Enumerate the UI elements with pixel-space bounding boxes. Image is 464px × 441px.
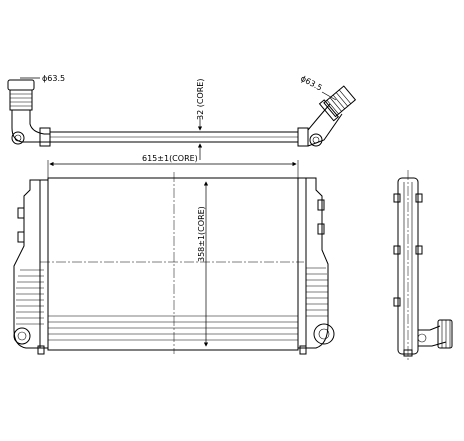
right-tank xyxy=(298,177,335,355)
front-view: 358±1(CORE) xyxy=(13,172,335,355)
core-height-dimension: 358±1(CORE) xyxy=(197,181,209,347)
core xyxy=(40,172,304,354)
right-diameter-callout: ϕ63.5 xyxy=(299,74,337,101)
right-diameter-label: ϕ63.5 xyxy=(299,74,324,93)
core-height-label: 358±1(CORE) xyxy=(197,206,206,262)
side-view xyxy=(393,170,453,360)
left-tank xyxy=(13,179,48,355)
top-view: 32 (CORE) ϕ63.5 ϕ63.5 xyxy=(7,74,357,160)
left-inlet-hose xyxy=(7,79,51,147)
side-outlet xyxy=(417,319,453,349)
core-width-label: 615±1(CORE) xyxy=(142,154,198,163)
left-diameter-callout: ϕ63.5 xyxy=(20,74,65,83)
right-inlet-hose xyxy=(307,85,357,147)
pipe-offset-label: 32 (CORE) xyxy=(196,79,205,120)
charge-pipe xyxy=(50,127,309,147)
pipe-offset-dimension: 32 (CORE) xyxy=(196,79,205,160)
core-width-dimension: 615±1(CORE) xyxy=(47,154,299,178)
left-diameter-label: ϕ63.5 xyxy=(42,74,65,83)
